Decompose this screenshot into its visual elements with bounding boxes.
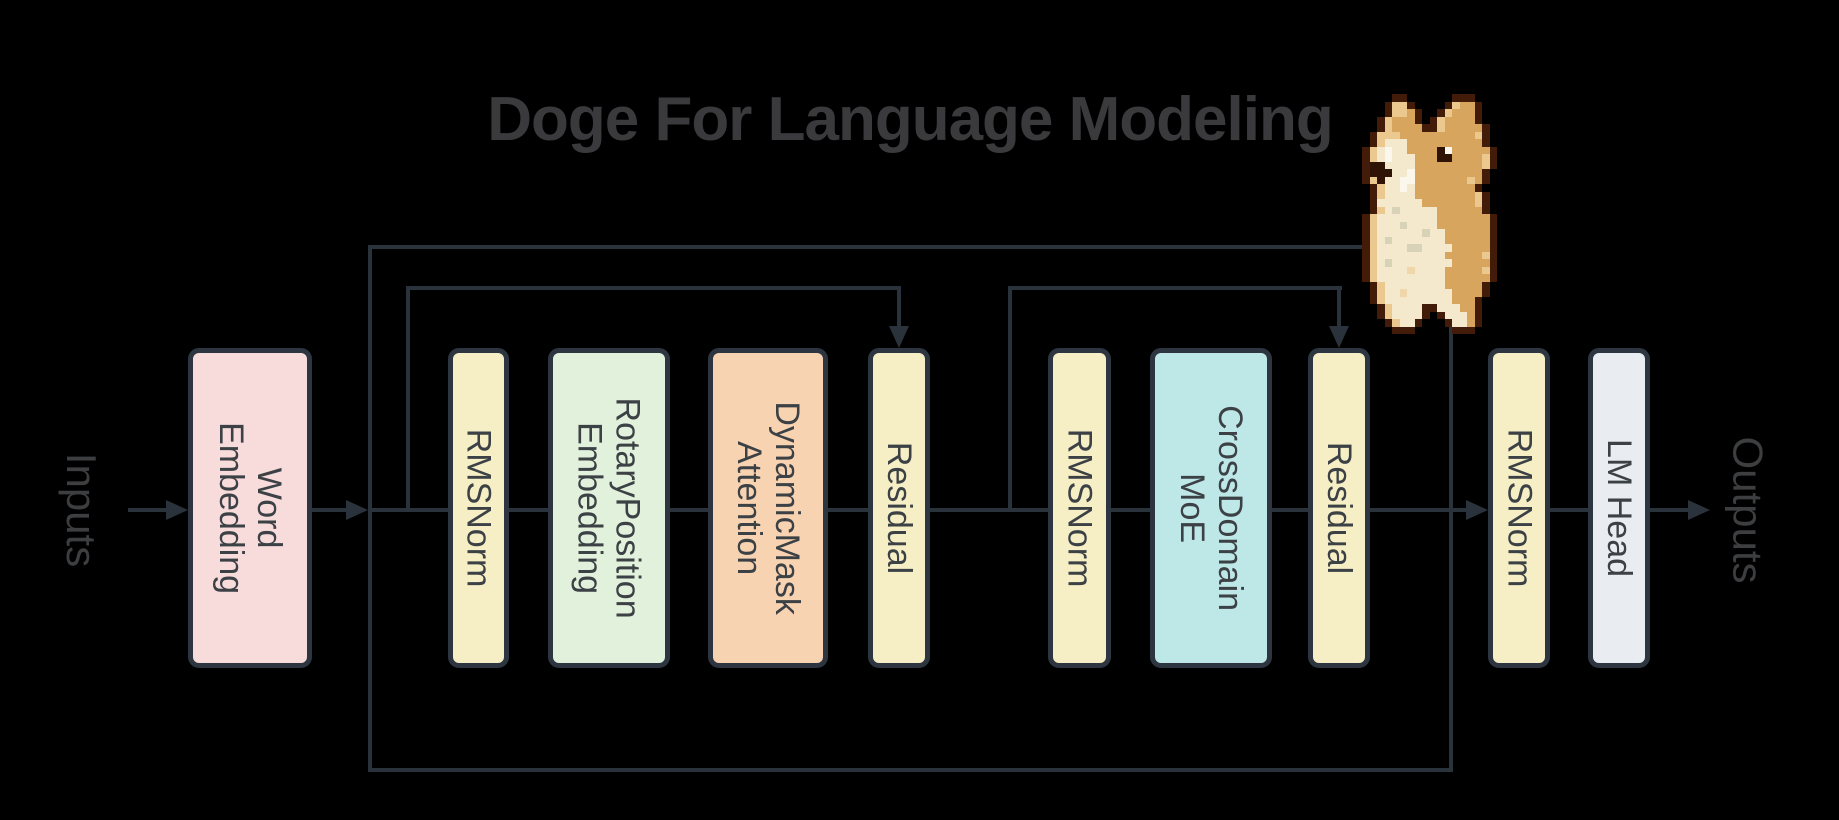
- inputs-label: Inputs: [57, 452, 105, 568]
- outputs-label-wrap: Outputs: [1668, 420, 1828, 600]
- node-rmsnorm-3-label: RMSNorm: [1500, 428, 1539, 588]
- node-rmsnorm-1: RMSNorm: [448, 348, 509, 668]
- node-rmsnorm-2-label: RMSNorm: [1060, 428, 1099, 588]
- arrowhead-into-residual-2: [1329, 326, 1349, 348]
- node-residual-2: Residual: [1308, 348, 1370, 668]
- node-rotary-position-embedding-label: RotaryPosition Embedding: [571, 397, 648, 619]
- node-word-embedding: Word Embedding: [188, 348, 312, 668]
- node-dynamicmask-attention-label: DynamicMask Attention: [730, 401, 807, 615]
- node-lm-head-label: LM Head: [1600, 439, 1639, 577]
- attention-skip-drop: [897, 286, 901, 328]
- node-rotary-position-embedding: RotaryPosition Embedding: [548, 348, 670, 668]
- line-inputs: [128, 508, 168, 512]
- node-rmsnorm-3: RMSNorm: [1488, 348, 1550, 668]
- node-lm-head: LM Head: [1588, 348, 1650, 668]
- arrowhead-into-word-embedding: [166, 500, 188, 520]
- arrowhead-into-layer-loop: [346, 500, 368, 520]
- moe-skip-drop: [1337, 286, 1341, 328]
- node-rmsnorm-1-label: RMSNorm: [459, 428, 498, 588]
- node-rmsnorm-2: RMSNorm: [1048, 348, 1111, 668]
- moe-skip-riser: [1008, 286, 1012, 512]
- node-residual-1-label: Residual: [880, 441, 919, 575]
- arrowhead-into-residual-1: [889, 326, 909, 348]
- outputs-label: Outputs: [1725, 436, 1772, 584]
- inputs-label-wrap: Inputs: [1, 420, 161, 600]
- diagram-title: Doge For Language Modeling: [487, 85, 1333, 154]
- moe-skip-connection: [1008, 286, 1342, 290]
- node-crossdomain-moe-label: CrossDomain MoE: [1173, 405, 1250, 611]
- node-word-embedding-label: Word Embedding: [212, 421, 289, 595]
- doge-pixel-art: [1362, 94, 1497, 334]
- line-word-embedding-out: [312, 508, 348, 512]
- attention-skip-riser: [406, 286, 410, 512]
- node-crossdomain-moe: CrossDomain MoE: [1150, 348, 1272, 668]
- arrowhead-into-final-rmsnorm: [1466, 500, 1488, 520]
- node-residual-1: Residual: [868, 348, 930, 668]
- node-residual-2-label: Residual: [1320, 441, 1359, 575]
- node-dynamicmask-attention: DynamicMask Attention: [708, 348, 828, 668]
- arrowhead-into-outputs: [1688, 500, 1710, 520]
- attention-skip-connection: [406, 286, 900, 290]
